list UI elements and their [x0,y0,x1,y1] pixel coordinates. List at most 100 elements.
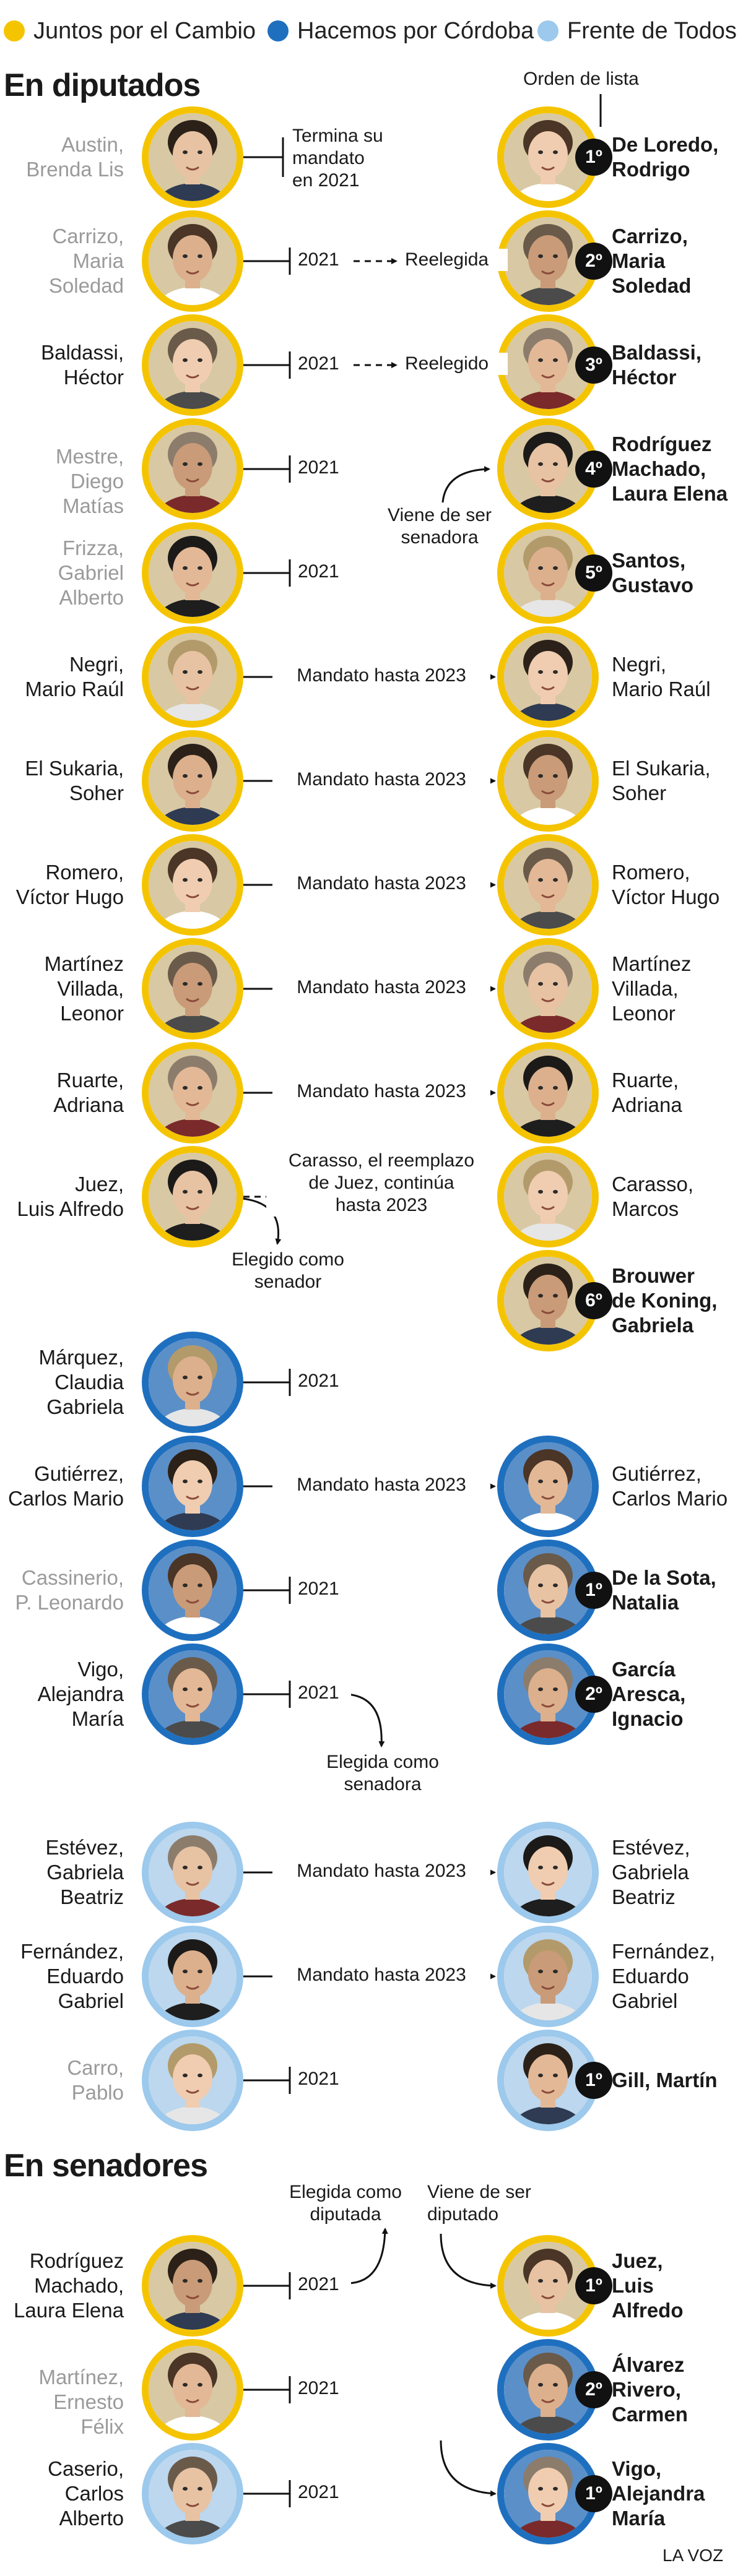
face-illustration [504,945,592,1033]
face-illustration [149,1049,237,1137]
right-name: Vigo, Alejandra María [612,2457,705,2530]
legend-dot-frente [537,20,558,41]
right-name: Carrizo, Maria Soledad [612,225,692,297]
rank-badge: 2º [575,2371,612,2408]
right-portrait [497,418,599,520]
section-title-diputados: En diputados [4,67,201,103]
left-name: Cassinerio, P. Leonardo [15,1566,124,1614]
face-illustration [504,529,592,617]
face-illustration [149,217,237,305]
legend-dot-hacemos [267,20,289,41]
right-name: Gutiérrez, Carlos Mario [612,1462,728,1510]
left-name: Carro, Pablo [67,2056,124,2104]
credit-la-voz: LA VOZ [663,2546,724,2565]
left-name: Ruarte, Adriana [53,1069,124,1116]
mandate-label: Mandato hasta 2023 [272,1964,490,1986]
note-viene-diputado: Viene de ser diputado [427,2182,531,2225]
right-name: Negri, Mario Raúl [612,653,711,700]
curve-arrow-diputado [440,2233,497,2289]
right-portrait [497,1540,599,1641]
face-illustration [149,321,237,409]
rank-badge: 1º [575,1572,612,1609]
right-name: Rodríguez Machado, Laura Elena [612,433,728,505]
mandate-label: Mandato hasta 2023 [272,1860,490,1882]
section-title-senadores: En senadores [4,2148,208,2184]
right-portrait [497,2339,599,2440]
left-name: Caserio, Carlos Alberto [48,2457,124,2530]
face-illustration [504,321,592,409]
face-illustration [504,1442,592,1530]
left-name: Baldassi, Héctor [41,341,124,389]
year-label: 2021 [294,1370,351,1392]
face-illustration [149,2242,237,2330]
left-portrait [142,1540,243,1641]
rank-badge: 1º [575,2062,612,2099]
legend-dot-juntos [4,20,25,41]
rank-badge: 2º [575,1676,612,1713]
face-illustration [149,2036,237,2124]
mandate-label: Mandato hasta 2023 [272,665,490,687]
left-name: Mestre, Diego Matías [55,445,124,517]
rank-badge: 4º [575,450,612,488]
left-portrait [142,314,243,416]
right-name: García Aresca, Ignacio [612,1658,686,1730]
year-label: 2021 [294,249,351,271]
right-name: De Loredo, Rodrigo [612,133,719,181]
left-name: Fernández, Eduardo Gabriel [20,1940,124,2012]
left-name: Juez, Luis Alfredo [17,1173,124,1220]
mandate-label: Mandato hasta 2023 [272,1474,490,1496]
year-label: 2021 [294,2481,351,2504]
right-name: Juez, Luis Alfredo [612,2249,684,2322]
left-portrait [142,834,243,936]
left-name: Vigo, Alejandra María [37,1658,124,1730]
right-name: Romero, Víctor Hugo [612,861,720,908]
left-name: Márquez, Claudia Gabriela [38,1346,124,1418]
left-portrait [142,418,243,520]
year-label: 2021 [294,2068,351,2090]
year-label: 2021 [294,353,351,375]
legend-label-juntos: Juntos por el Cambio [33,17,256,44]
curve-arrow-vigo [346,1693,385,1747]
face-illustration [504,633,592,721]
year-label: 2021 [294,1578,351,1600]
face-illustration [149,1829,237,1916]
legend-label-hacemos: Hacemos por Córdoba [297,17,534,44]
note-viene-senadora: Viene de ser senadora [388,505,492,548]
left-portrait [142,522,243,624]
mandate-label: Mandato hasta 2023 [272,976,490,999]
left-portrait [142,2443,243,2544]
face-illustration [504,2450,592,2538]
curve-arrow-diputada [346,2228,388,2285]
right-name: El Sukaria, Soher [612,757,711,804]
legend-item-hacemos: Hacemos por Córdoba [267,14,534,48]
right-portrait [497,522,599,624]
note-elegida-senadora: Elegida como senadora [326,1752,439,1794]
right-portrait [497,1146,599,1247]
rank-badge: 6º [575,1282,612,1319]
left-name: El Sukaria, Soher [25,757,124,804]
year-label: 2021 [294,1682,351,1704]
left-portrait [142,1643,243,1745]
left-portrait [142,626,243,728]
face-illustration [504,2346,592,2434]
face-illustration [149,113,237,201]
legend-item-juntos: Juntos por el Cambio [4,14,256,48]
right-portrait [497,1822,599,1923]
left-portrait [142,1042,243,1144]
face-illustration [149,633,237,721]
face-illustration [149,1153,237,1241]
face-illustration [149,1442,237,1530]
rank-badge: 2º [575,243,612,280]
right-name: Gill, Martín [612,2069,718,2091]
face-illustration [149,1338,237,1426]
face-illustration [504,1153,592,1241]
left-portrait [142,2235,243,2337]
legend-item-frente: Frente de Todos [537,14,737,48]
orden-de-lista-label: Orden de lista [523,69,639,89]
year-label: 2021 [294,457,351,479]
right-portrait [497,1926,599,2027]
legend-label-frente: Frente de Todos [567,17,737,44]
left-name: Frizza, Gabriel Alberto [58,536,124,609]
left-name: Austin, Brenda Lis [26,133,124,181]
